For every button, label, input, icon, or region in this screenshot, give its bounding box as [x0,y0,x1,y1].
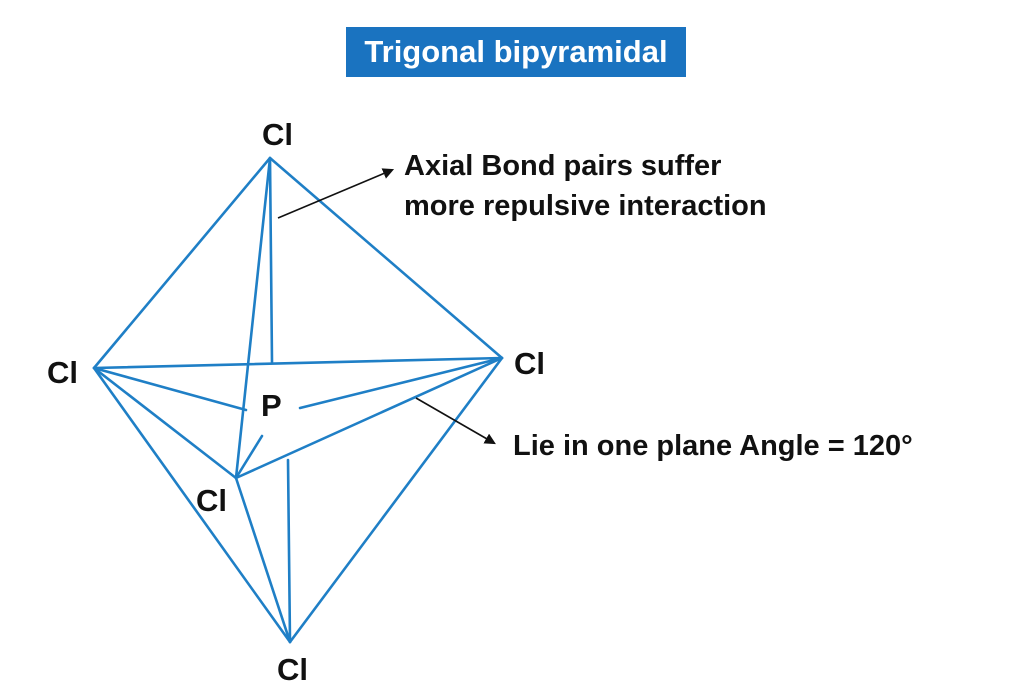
atom-axial-bottom: Cl [277,652,308,687]
atom-equatorial-right: Cl [514,346,545,381]
equatorial-annotation-arrow [415,397,496,445]
edge-equatorial-right [234,356,504,480]
annotation-texts: Axial Bond pairs suffer more repulsive i… [404,150,913,462]
bond-axial-bottom [286,458,292,644]
bipyramid-edges [92,156,504,644]
edge-bottom-front [234,476,292,644]
atom-equatorial-left: Cl [47,355,78,390]
atom-equatorial-front: Cl [196,483,227,518]
axial-note-line-1: Axial Bond pairs suffer [404,150,721,182]
edge-bottom-right [288,356,504,644]
atom-axial-top: Cl [262,117,293,152]
bonds-to-center [92,156,504,644]
annotation-arrows [277,168,496,445]
axial-annotation-arrow [277,168,395,219]
edge-top-left [92,156,272,370]
bond-equatorial-left [92,366,248,412]
bond-axial-top [268,156,274,364]
equatorial-note: Lie in one plane Angle = 120° [513,430,913,462]
edge-top-right [268,156,504,360]
atom-labels: Cl Cl Cl P Cl Cl [47,117,545,687]
atom-center: P [261,388,282,423]
edge-top-front [234,156,272,480]
edge-equatorial-back [92,356,504,370]
axial-note-line-2: more repulsive interaction [404,190,767,222]
bond-equatorial-right [298,356,504,410]
edge-equatorial-left [92,366,238,480]
diagram-title: Trigonal bipyramidal [346,27,686,77]
edge-bottom-left [92,366,292,644]
bond-equatorial-front [234,434,264,480]
